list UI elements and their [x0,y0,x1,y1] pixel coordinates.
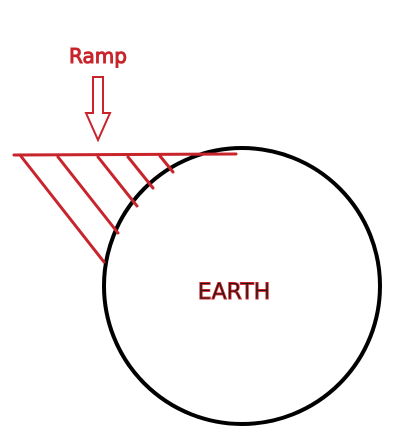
ramp-hatch-line [126,155,155,190]
ramp-hatch-line [158,154,175,174]
ramp-label: Ramp [69,44,127,68]
ramp-top-line [12,152,238,157]
ramp-hatch-line [96,155,139,208]
ramp-hatch-line [56,155,120,235]
earth-label: EARTH [198,280,271,305]
ramp-outer-slope [18,153,106,264]
down-arrow-icon [84,76,112,143]
down-arrow-outline [84,76,112,143]
earth-circle [102,146,382,426]
